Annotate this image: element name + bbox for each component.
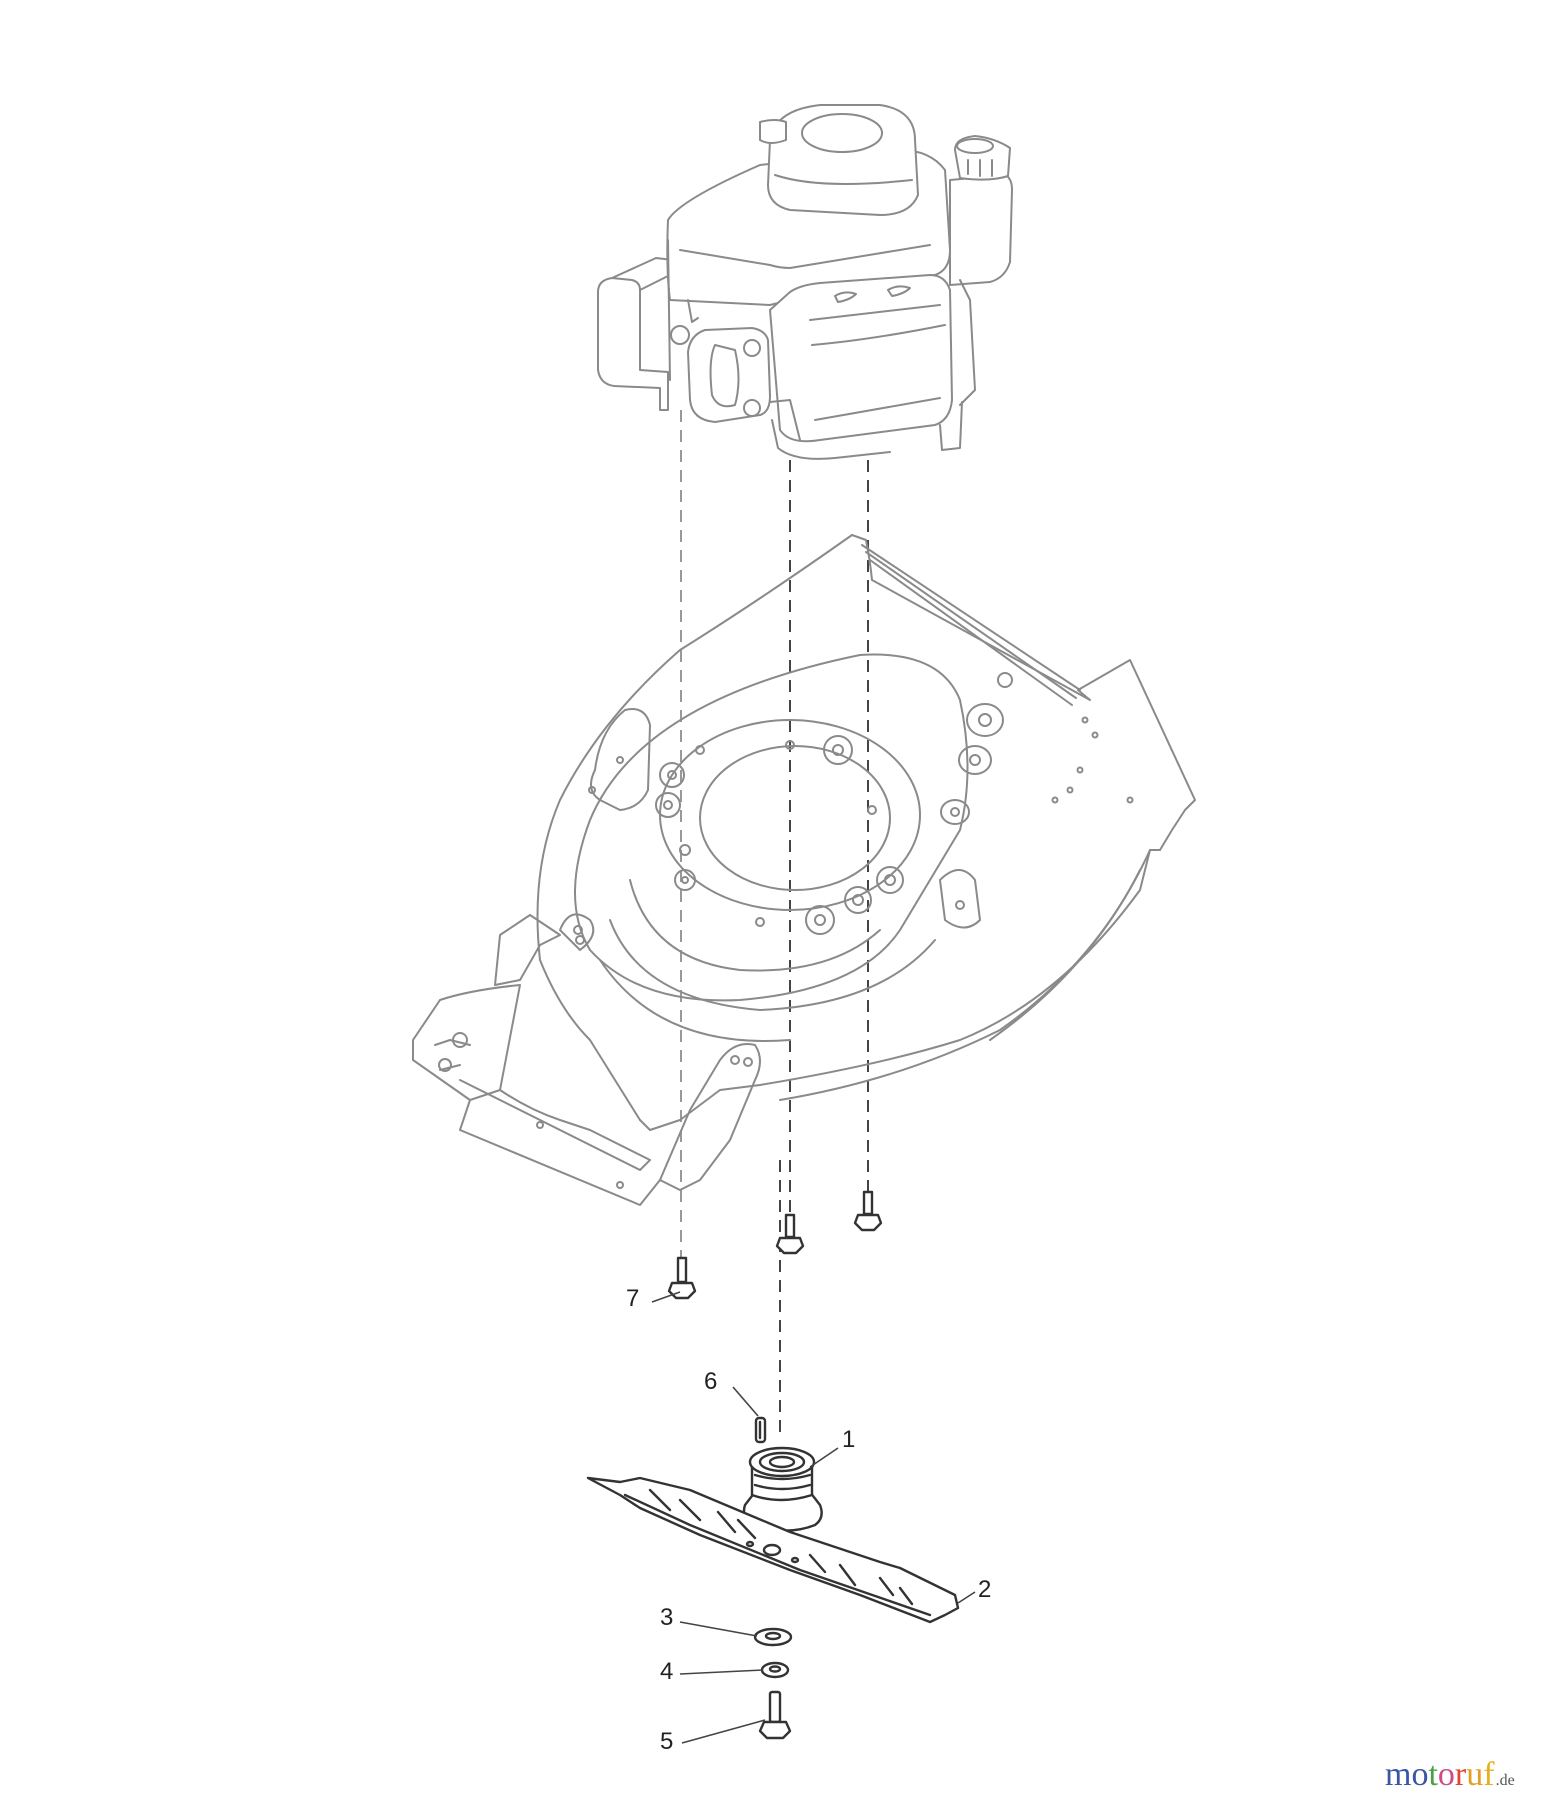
- callout-7-engine-mount-bolt: 7: [626, 1285, 640, 1312]
- callout-1-blade-adapter: 1: [842, 1426, 856, 1453]
- spring-washer-illustration: [760, 1661, 790, 1679]
- motoruf-watermark: motoruf.de: [1385, 1758, 1515, 1792]
- watermark-letter: t: [1428, 1756, 1438, 1793]
- watermark-letter: m: [1385, 1756, 1412, 1793]
- callout-6-key: 6: [704, 1368, 718, 1395]
- leader-lines: [651, 1291, 976, 1744]
- blade-illustration: [586, 1476, 960, 1624]
- key-illustration: [754, 1416, 767, 1444]
- watermark-letter: o: [1437, 1756, 1455, 1793]
- callout-2-blade: 2: [978, 1576, 992, 1603]
- watermark-tld: .de: [1495, 1772, 1515, 1789]
- washer-illustration: [753, 1627, 793, 1647]
- bolt-left: [667, 1256, 697, 1300]
- bolt-center: [775, 1213, 805, 1255]
- watermark-letter: r: [1454, 1756, 1467, 1793]
- callout-5-blade-bolt: 5: [660, 1728, 674, 1755]
- engine-illustration: [597, 104, 1013, 460]
- mower-deck-illustration: [412, 534, 1196, 1206]
- watermark-letter: u: [1466, 1756, 1484, 1793]
- alignment-lines: [680, 410, 869, 1440]
- callout-4-spring-washer: 4: [660, 1658, 674, 1685]
- watermark-letter: o: [1411, 1756, 1429, 1793]
- deck-boss-holes: [655, 735, 904, 935]
- bolt-right: [853, 1190, 883, 1232]
- blade-bolt-illustration: [758, 1690, 792, 1740]
- engine-mount-bolts: [667, 1190, 883, 1300]
- callout-3-washer: 3: [660, 1604, 674, 1631]
- watermark-letter: f: [1483, 1756, 1495, 1793]
